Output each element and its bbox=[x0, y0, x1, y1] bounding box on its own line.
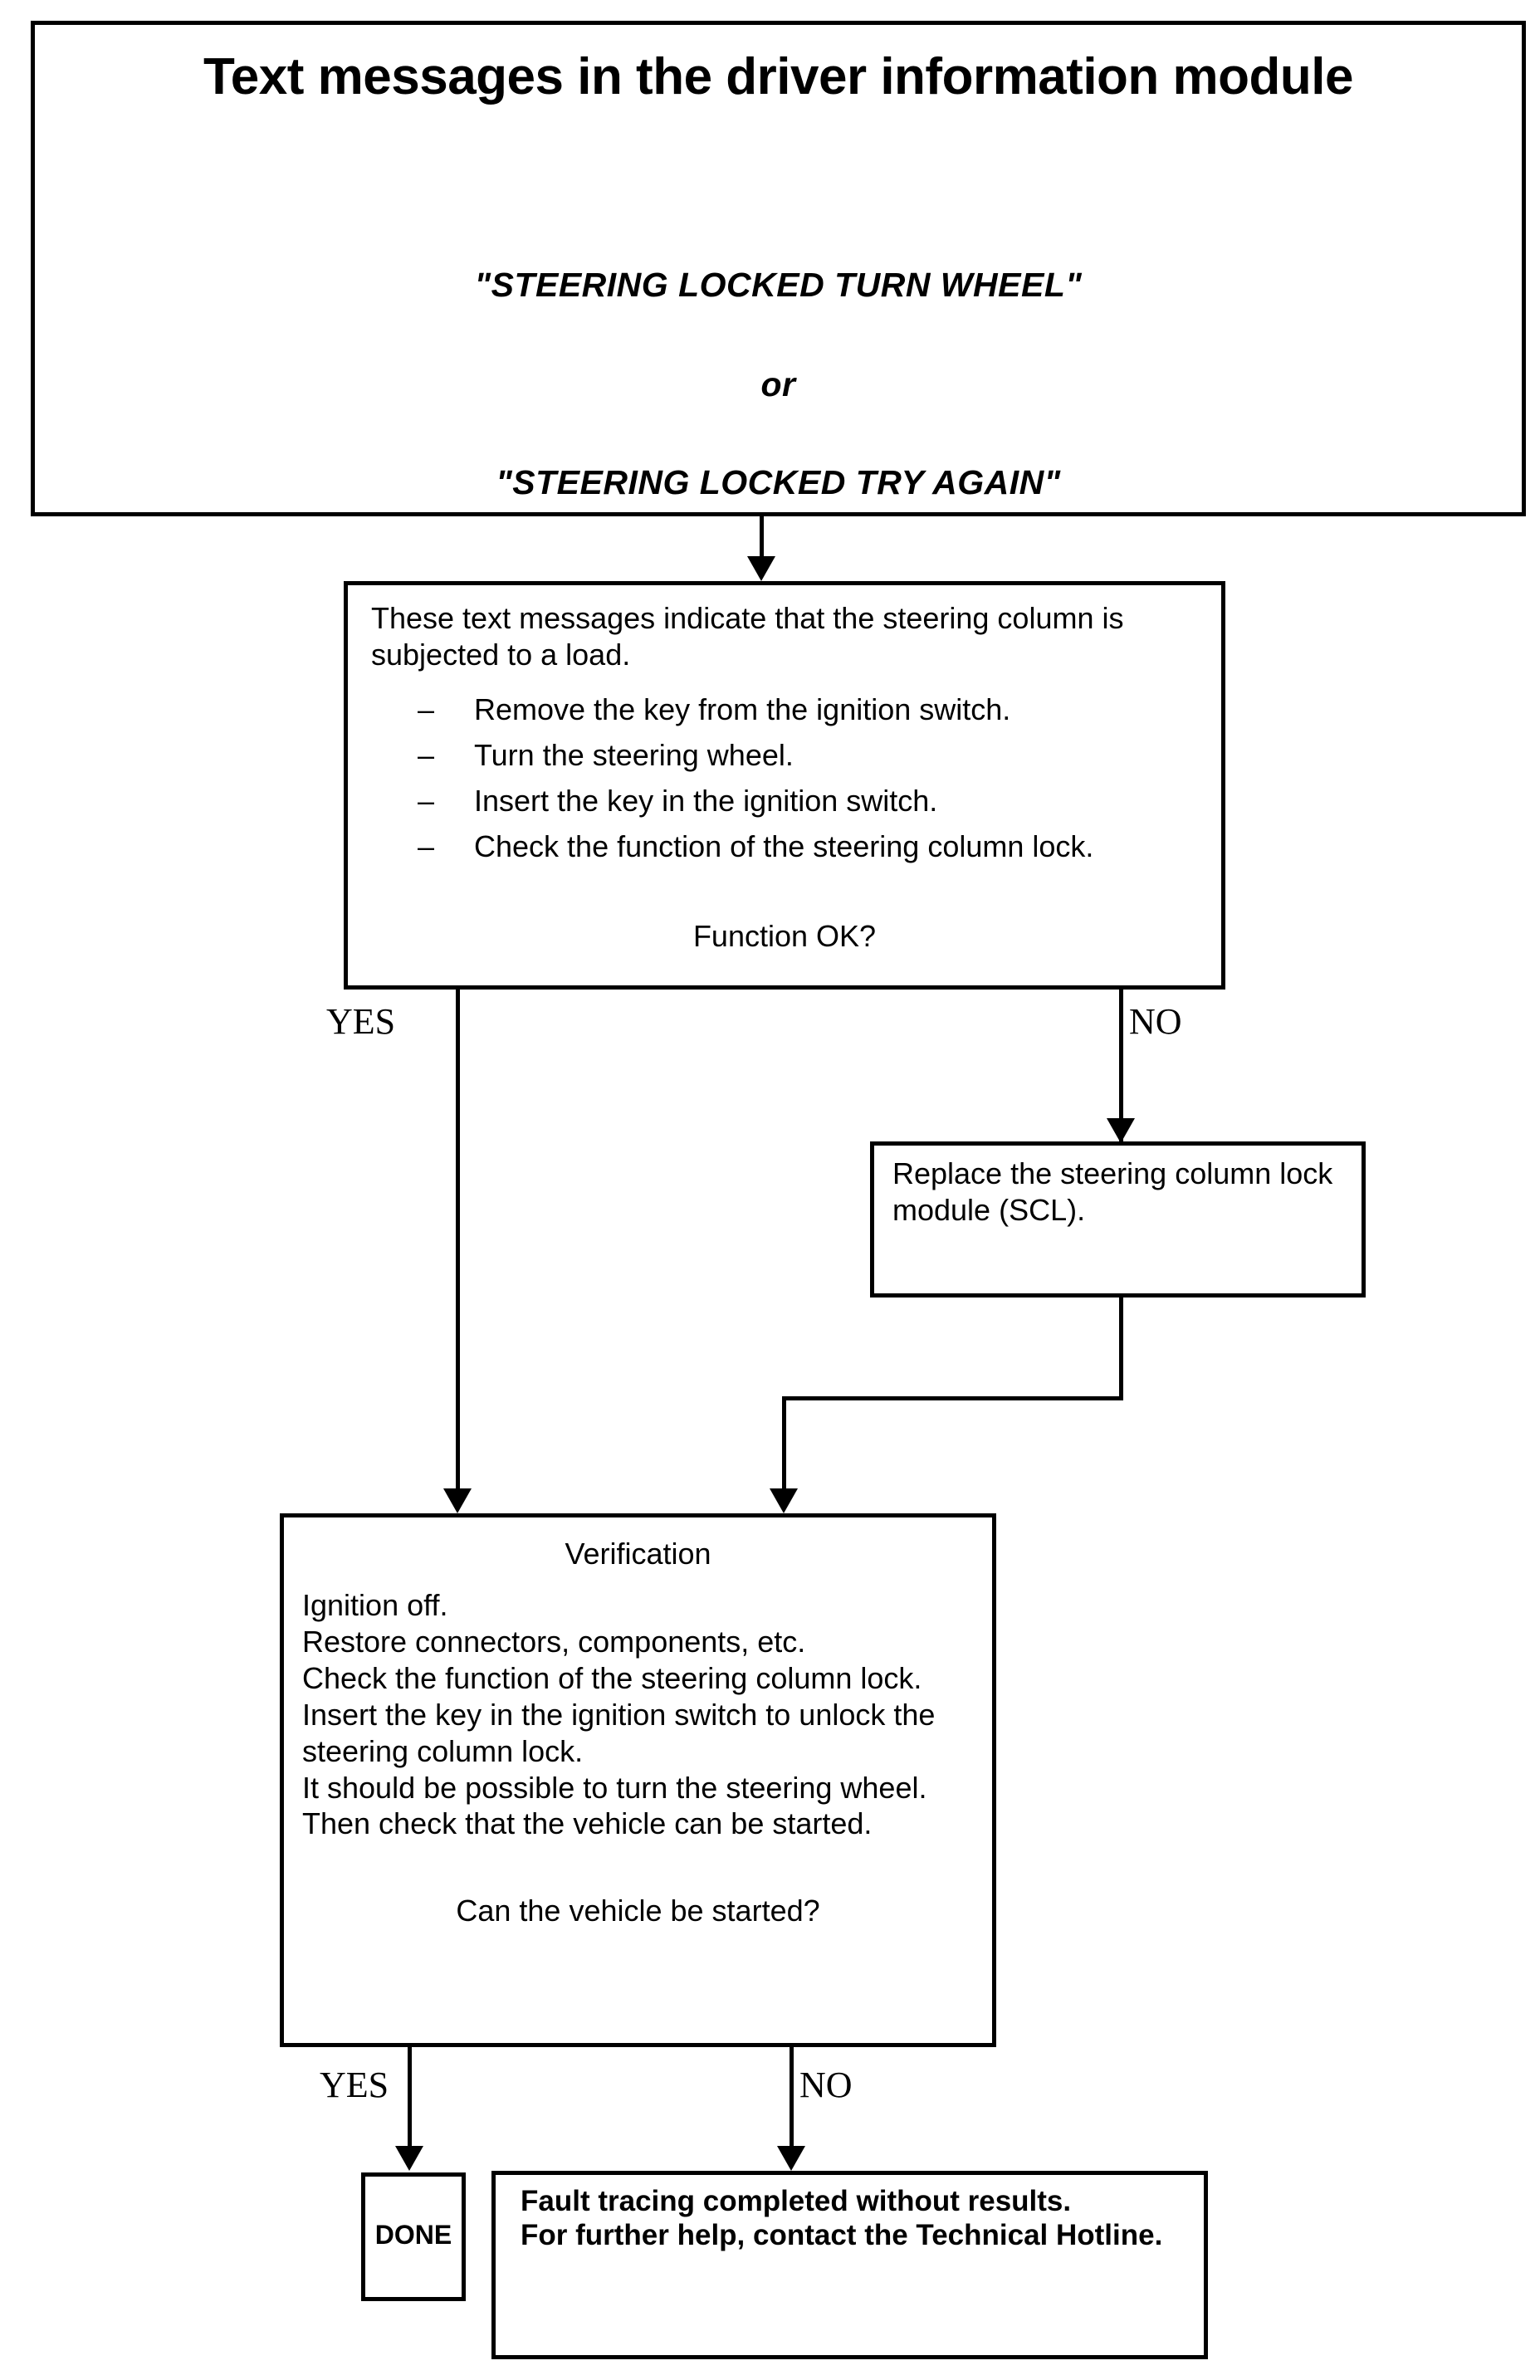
connector-step-yes bbox=[456, 990, 460, 1493]
fault-tracing-box: Fault tracing completed without results.… bbox=[491, 2171, 1208, 2359]
bullet-dash-icon: – bbox=[418, 692, 435, 726]
arrowhead-title-to-step bbox=[747, 556, 775, 581]
arrowhead-replace-to-verification bbox=[770, 1488, 798, 1513]
list-item-label: Check the function of the steering colum… bbox=[474, 828, 1094, 863]
verification-box: Verification Ignition off. Restore conne… bbox=[280, 1513, 996, 2047]
branch-label-no-step: NO bbox=[1129, 1001, 1182, 1042]
branch-label-yes-step: YES bbox=[326, 1001, 396, 1042]
bullet-dash-icon: – bbox=[418, 737, 435, 772]
list-item-label: Insert the key in the ignition switch. bbox=[474, 783, 938, 818]
verification-decision-question: Can the vehicle be started? bbox=[456, 1894, 820, 1928]
page-title: Text messages in the driver information … bbox=[203, 48, 1353, 105]
dim-message-2: "STEERING LOCKED TRY AGAIN" bbox=[496, 463, 1061, 501]
replace-scl-box: Replace the steering column lock module … bbox=[870, 1141, 1366, 1298]
step-intro-text: These text messages indicate that the st… bbox=[371, 601, 1124, 672]
connector-verification-yes bbox=[408, 2047, 412, 2150]
done-box: DONE bbox=[361, 2172, 466, 2301]
list-item-label: Turn the steering wheel. bbox=[474, 737, 794, 772]
list-item: – Turn the steering wheel. bbox=[398, 737, 1211, 774]
connector-step-no bbox=[1119, 990, 1123, 1166]
arrowhead-step-no bbox=[1107, 1118, 1135, 1143]
list-item: – Remove the key from the ignition switc… bbox=[398, 692, 1211, 728]
branch-label-yes-verification: YES bbox=[320, 2065, 389, 2105]
connector-replace-left bbox=[782, 1396, 1123, 1400]
arrowhead-verification-yes bbox=[395, 2146, 423, 2171]
connector-replace-down bbox=[1119, 1298, 1123, 1400]
replace-scl-text: Replace the steering column lock module … bbox=[892, 1156, 1333, 1227]
arrowhead-step-yes bbox=[443, 1488, 472, 1513]
diagnostic-step-box: These text messages indicate that the st… bbox=[344, 581, 1225, 990]
dim-message-1: "STEERING LOCKED TURN WHEEL" bbox=[474, 266, 1083, 304]
list-item-label: Remove the key from the ignition switch. bbox=[474, 692, 1011, 726]
connector-verification-no bbox=[790, 2047, 794, 2150]
step-decision-question: Function OK? bbox=[692, 919, 877, 953]
title-box: Text messages in the driver information … bbox=[31, 21, 1526, 516]
list-item: – Insert the key in the ignition switch. bbox=[398, 783, 1211, 819]
arrowhead-verification-no bbox=[777, 2146, 805, 2171]
done-label: DONE bbox=[374, 2220, 452, 2250]
connector-replace-to-verification bbox=[782, 1396, 786, 1493]
branch-label-no-verification: NO bbox=[799, 2065, 853, 2105]
verification-title: Verification bbox=[565, 1537, 711, 1571]
list-item: – Check the function of the steering col… bbox=[398, 828, 1211, 865]
bullet-dash-icon: – bbox=[418, 783, 435, 818]
fault-tracing-text: Fault tracing completed without results.… bbox=[521, 2185, 1163, 2251]
verification-body-text: Ignition off. Restore connectors, compon… bbox=[302, 1588, 936, 1841]
step-bullet-list: – Remove the key from the ignition switc… bbox=[398, 692, 1211, 874]
bullet-dash-icon: – bbox=[418, 828, 435, 863]
connector-title-to-step bbox=[760, 516, 764, 558]
dim-message-conjunction: or bbox=[760, 365, 796, 403]
